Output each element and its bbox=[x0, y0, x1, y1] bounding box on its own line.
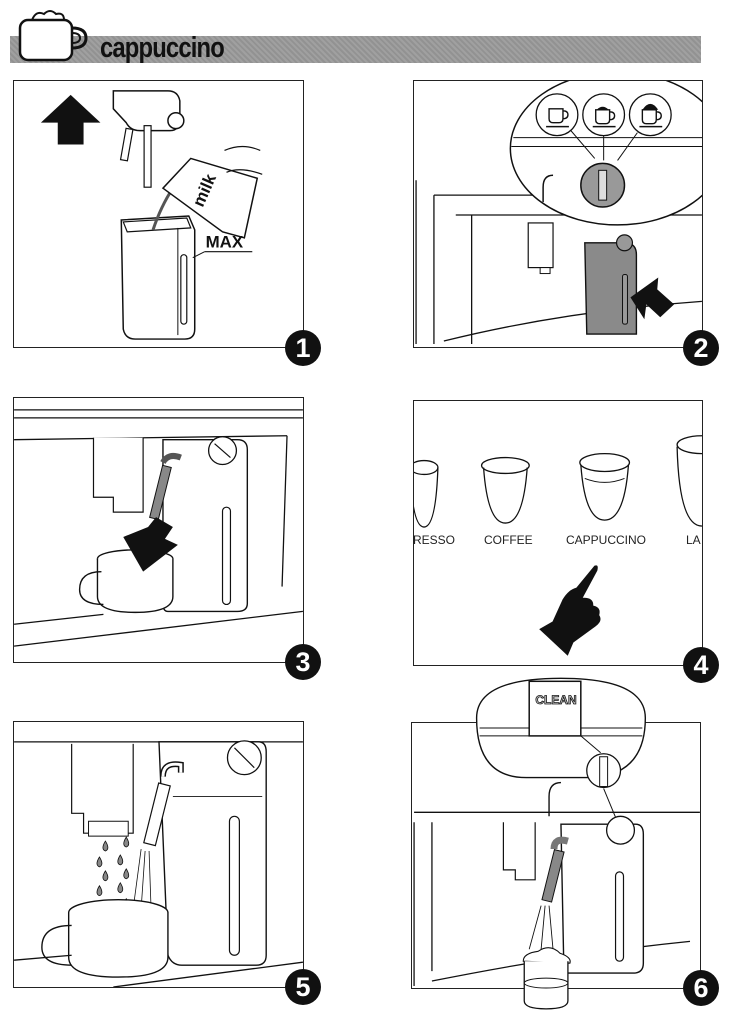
select-drink-illustration bbox=[414, 435, 702, 528]
step-4-panel: RESSO COFFEE CAPPUCCINO LA bbox=[413, 400, 703, 666]
latte-glass-icon bbox=[676, 435, 702, 527]
arrow-down-icon bbox=[123, 517, 178, 572]
dispensing-illustration bbox=[14, 740, 303, 987]
step-1-panel: milk MAX bbox=[13, 80, 304, 348]
clean-label: CLEAN bbox=[535, 693, 577, 708]
header-bar bbox=[10, 36, 701, 63]
step-2-badge: 2 bbox=[683, 330, 719, 366]
cup-light-froth-icon bbox=[582, 93, 626, 137]
step-5-badge: 5 bbox=[285, 969, 321, 1005]
arrow-left-icon bbox=[630, 277, 675, 320]
option-cappuccino-label[interactable]: CAPPUCCINO bbox=[566, 533, 647, 547]
option-coffee-label[interactable]: COFFEE bbox=[484, 533, 533, 547]
coffee-cup-icon bbox=[480, 456, 530, 524]
arrow-up-icon bbox=[40, 94, 101, 145]
cup-no-froth-icon bbox=[535, 93, 579, 137]
step-4-badge: 4 bbox=[683, 647, 719, 683]
espresso-cup-icon bbox=[414, 459, 439, 528]
cappuccino-cup-icon bbox=[579, 452, 631, 521]
option-latte-label[interactable]: LA bbox=[686, 533, 701, 547]
pointing-hand-icon bbox=[536, 563, 603, 659]
clean-spout-illustration bbox=[413, 677, 700, 1010]
max-label: MAX bbox=[206, 233, 244, 252]
option-espresso-label[interactable]: RESSO bbox=[413, 533, 456, 547]
cup-icon bbox=[18, 10, 88, 62]
page-title: cappuccino bbox=[100, 32, 225, 64]
step-6-badge: 6 bbox=[683, 970, 719, 1006]
step-3-badge: 3 bbox=[285, 644, 321, 680]
step-3-panel bbox=[13, 397, 304, 663]
step-1-badge: 1 bbox=[285, 330, 321, 366]
step-2-panel bbox=[413, 80, 703, 348]
insert-container-illustration bbox=[415, 81, 702, 345]
cup-max-froth-icon bbox=[628, 93, 672, 137]
position-cup-illustration bbox=[14, 409, 303, 647]
step-6-panel: CLEAN bbox=[411, 677, 701, 1010]
step-5-panel bbox=[13, 721, 304, 988]
fill-milk-illustration: milk MAX bbox=[40, 90, 263, 340]
